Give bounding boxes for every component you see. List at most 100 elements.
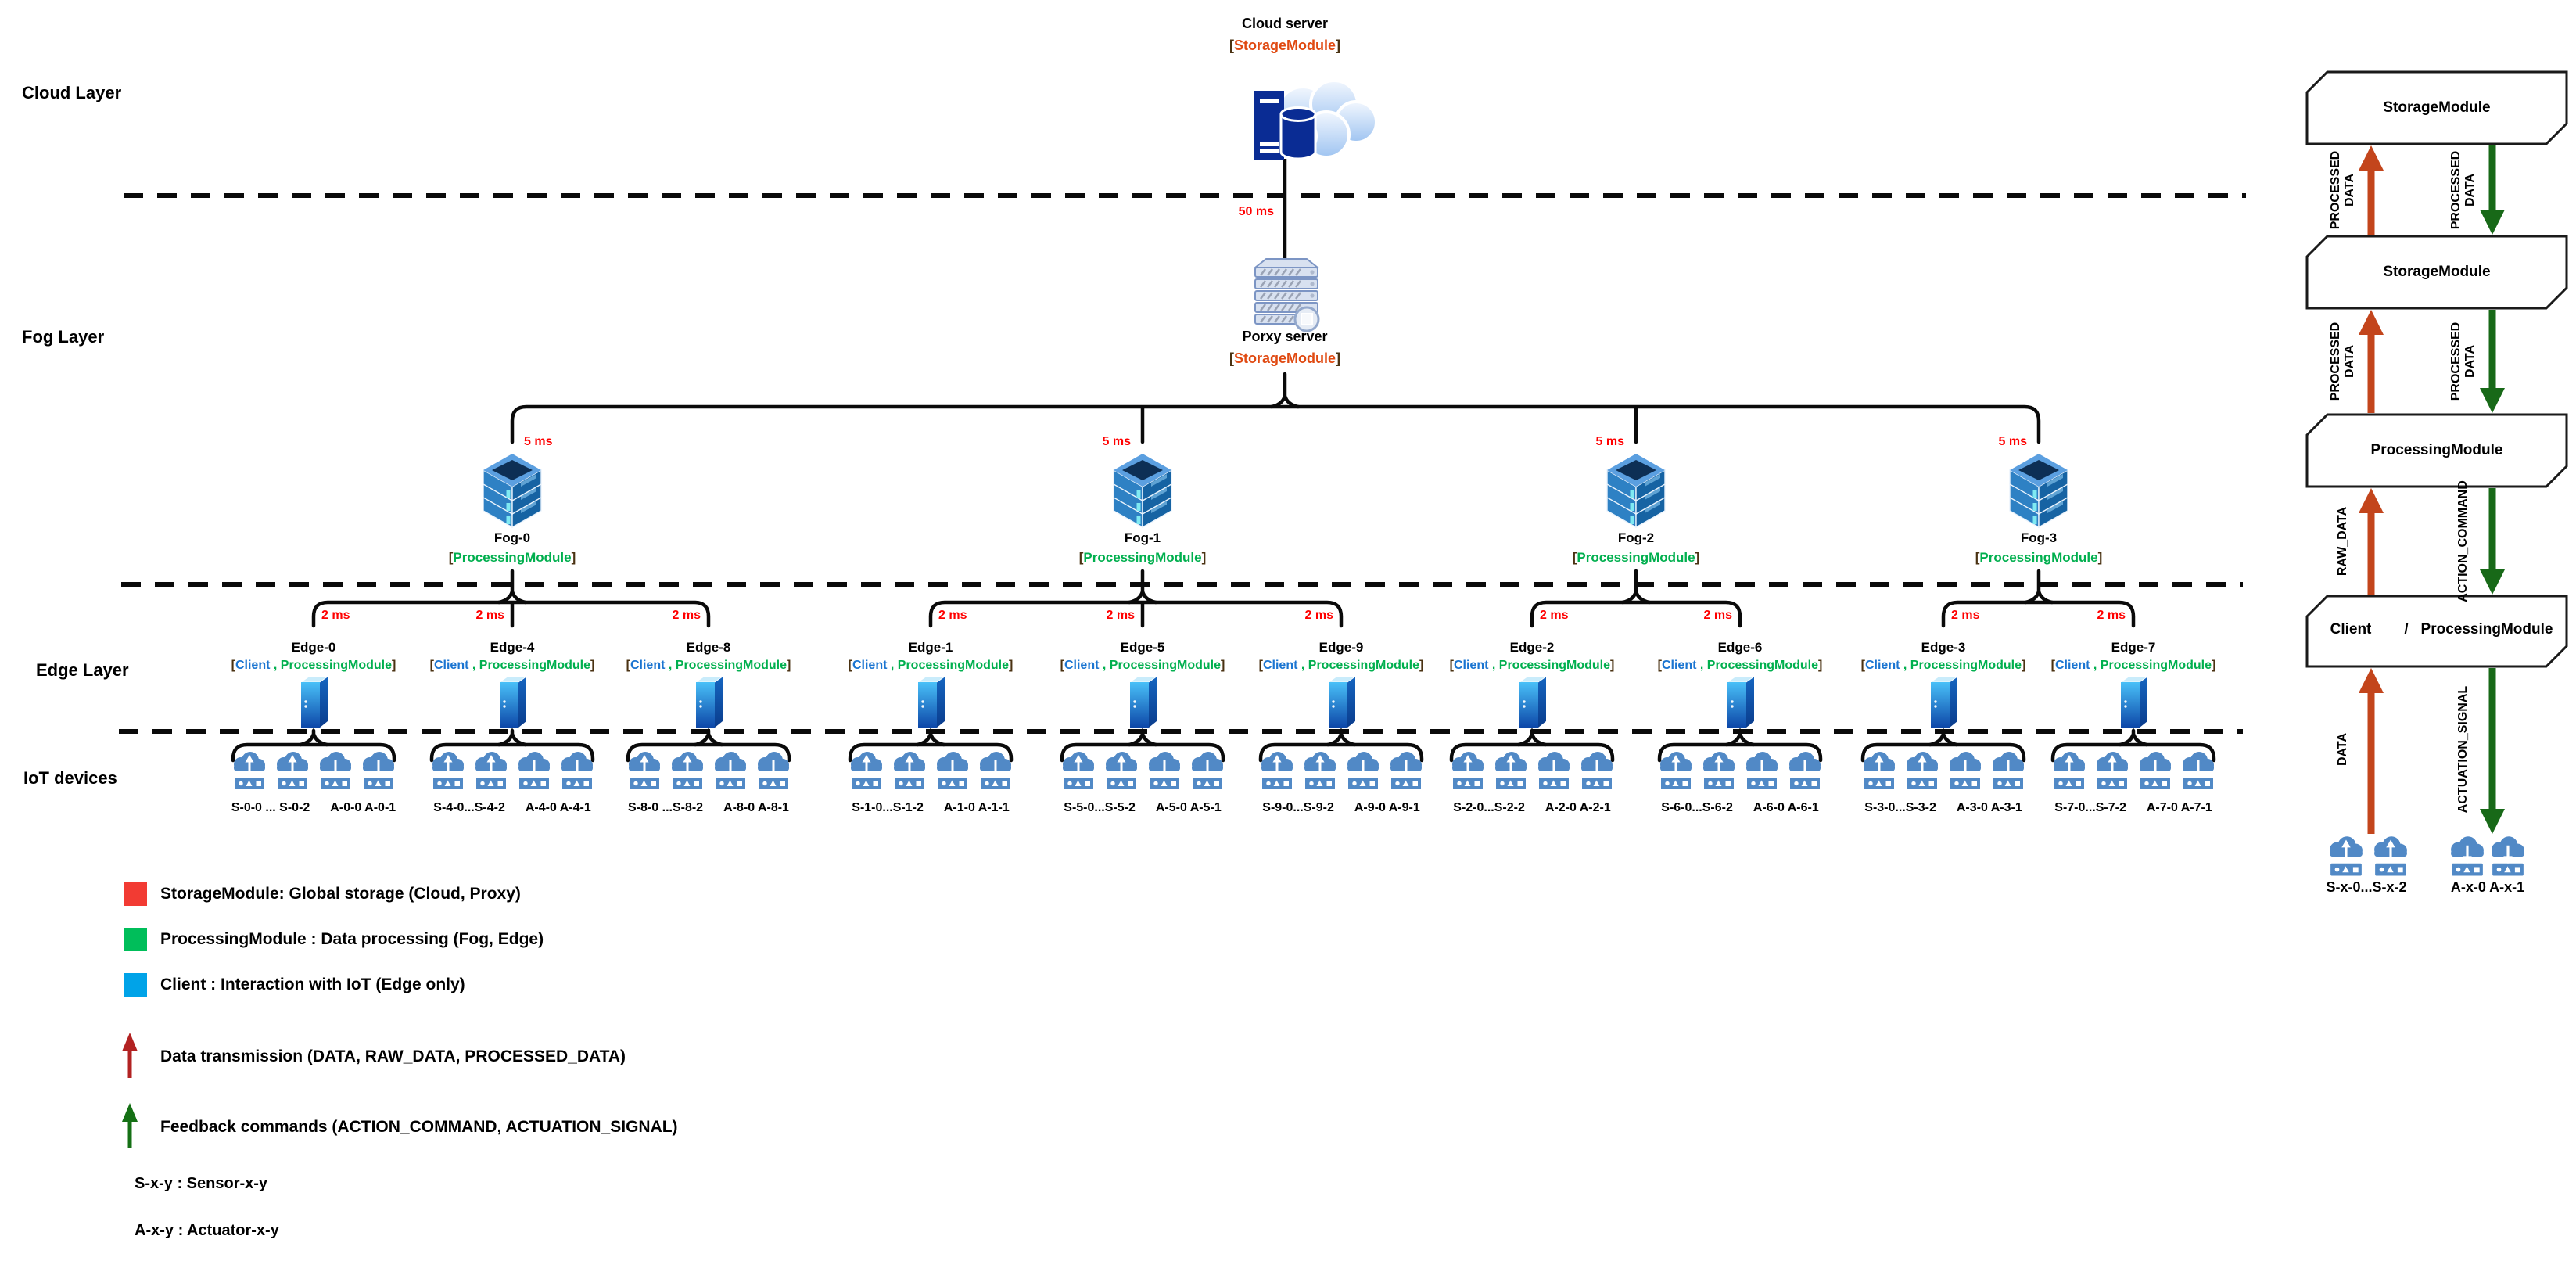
edge-processing-module-label: , ProcessingModule [1297,659,1420,672]
proxy-server-modules: [StorageModule] [1229,350,1340,367]
flow-label-processed-data-down-2: PROCESSED DATA [2449,322,2477,401]
fog-processing-module-label: ProcessingModule [453,550,572,565]
bracket-open: [ [1860,659,1865,672]
edge-link-latency: 2 ms [1106,609,1135,622]
iot-sensor-icon [1104,751,1139,799]
edge-node-name: Edge-1 [908,640,953,655]
fog-layer-label: Fog Layer [22,327,105,347]
edge-gateway-icon [1517,676,1548,738]
edge-node-modules: [Client , ProcessingModule] [1060,659,1225,673]
iot-sensor-icon [670,751,705,799]
sensor-key-text: S-x-y : Sensor-x-y [135,1175,268,1192]
edge-node-modules: [Client , ProcessingModule] [626,659,791,673]
iot-sensors-range: S-4-0...S-4-2 [433,801,505,814]
legend-processing-text: ProcessingModule : Data processing (Fog,… [160,930,544,948]
edge-client-module-label: Client [1064,659,1100,672]
iot-sensor-icon [431,751,465,799]
edge-gateway-icon [1326,676,1358,738]
bracket-close: ] [1009,659,1014,672]
iot-sensor-icon [1702,751,1736,799]
edge-node-modules: [Client , ProcessingModule] [430,659,595,673]
bracket-close: ] [2212,659,2216,672]
iot-layer-label: IoT devices [23,768,117,788]
bracket-close: ] [2097,550,2103,565]
fog-link-latency: 5 ms [524,435,553,448]
iot-actuators-range: A-0-0 A-0-1 [330,801,396,814]
feedback-commands-arrow-icon [119,1101,141,1155]
iot-actuator-icon [2138,751,2172,799]
iot-actuator-icon [713,751,748,799]
iot-actuator-icon [756,751,791,799]
legend-data-transmission-text: Data transmission (DATA, RAW_DATA, PROCE… [160,1047,626,1065]
iot-sensor-icon [2095,751,2129,799]
iot-actuators-range: A-3-0 A-3-1 [1956,801,2022,814]
cloud-server-title: Cloud server [1241,16,1329,31]
bracket-open: [ [429,659,434,672]
flow-box-edge-processing-label: ProcessingModule [2420,621,2553,638]
bracket-close: ] [1336,38,1341,53]
edge-node-modules: [Client , ProcessingModule] [1450,659,1615,673]
bracket-close: ] [1221,659,1225,672]
edge-link-latency: 2 ms [475,609,504,622]
fog-server-icon [1107,451,1178,533]
iot-sensor-icon [1862,751,1896,799]
fog-node-modules: [ProcessingModule] [449,550,576,566]
edge-layer-label: Edge Layer [36,660,129,680]
iot-actuator-icon [1788,751,1822,799]
bracket-close: ] [1336,350,1341,366]
actuator-key-text: A-x-y : Actuator-x-y [135,1222,279,1239]
bracket-open: [ [1229,38,1234,53]
fog-node-name: Fog-2 [1617,530,1655,545]
flow-actuators-label: A-x-0 A-x-1 [2450,879,2525,895]
iot-actuator-icon [1745,751,1779,799]
iot-group-label: S-3-0...S-3-2 A-3-0 A-3-1 [1864,801,2022,815]
edge-node-modules: [Client , ProcessingModule] [1658,659,1823,673]
iot-sensors-range: S-9-0...S-9-2 [1262,801,1334,814]
iot-actuator-icon [517,751,551,799]
edge-processing-module-label: , ProcessingModule [887,659,1010,672]
iot-actuators-range: A-9-0 A-9-1 [1354,801,1420,814]
iot-actuators-range: A-2-0 A-2-1 [1545,801,1611,814]
fog-server-icon [2004,451,2074,533]
edge-node-modules: [Client , ProcessingModule] [1259,659,1424,673]
iot-actuator-icon [560,751,594,799]
edge-node-name: Edge-0 [291,640,336,655]
legend-feedback-commands-text: Feedback commands (ACTION_COMMAND, ACTUA… [160,1118,678,1136]
fog-server-icon [1601,451,1671,533]
edge-client-module-label: Client [1453,659,1489,672]
iot-sensor-icon [1494,751,1528,799]
edge-client-module-label: Client [1262,659,1298,672]
bracket-open: [ [626,659,630,672]
iot-sensor-icon [627,751,662,799]
iot-sensors-range: S-0-0 ... S-0-2 [231,801,310,814]
iot-sensors-range: S-1-0...S-1-2 [852,801,924,814]
edge-link-latency: 2 ms [1703,609,1732,622]
iot-actuators-range: A-6-0 A-6-1 [1753,801,1819,814]
fog-node-name: Fog-1 [1124,530,1161,545]
flow-actuator-icon [2490,835,2526,886]
iot-actuator-icon [1580,751,1614,799]
flow-box-edge-separator: / [2404,621,2409,638]
iot-actuator-icon [1147,751,1182,799]
bracket-open: [ [1657,659,1662,672]
iot-actuators-range: A-1-0 A-1-1 [943,801,1010,814]
fog-node-modules: [ProcessingModule] [1079,550,1206,566]
flow-label-actuation-signal: ACTUATION_SIGNAL [2456,685,2470,814]
iot-actuator-icon [318,751,353,799]
iot-actuator-icon [1991,751,2025,799]
flow-label-raw-data: RAW_DATA [2336,506,2350,577]
legend-swatch-client [124,973,147,997]
edge-processing-module-label: , ProcessingModule [468,659,591,672]
fog-link-latency: 5 ms [1595,435,1624,448]
fog-link-latency: 5 ms [1998,435,2027,448]
bracket-open: [ [231,659,235,672]
iot-sensors-range: S-3-0...S-3-2 [1864,801,1936,814]
edge-node-modules: [Client , ProcessingModule] [849,659,1014,673]
iot-sensor-icon [1451,751,1485,799]
edge-client-module-label: Client [852,659,888,672]
